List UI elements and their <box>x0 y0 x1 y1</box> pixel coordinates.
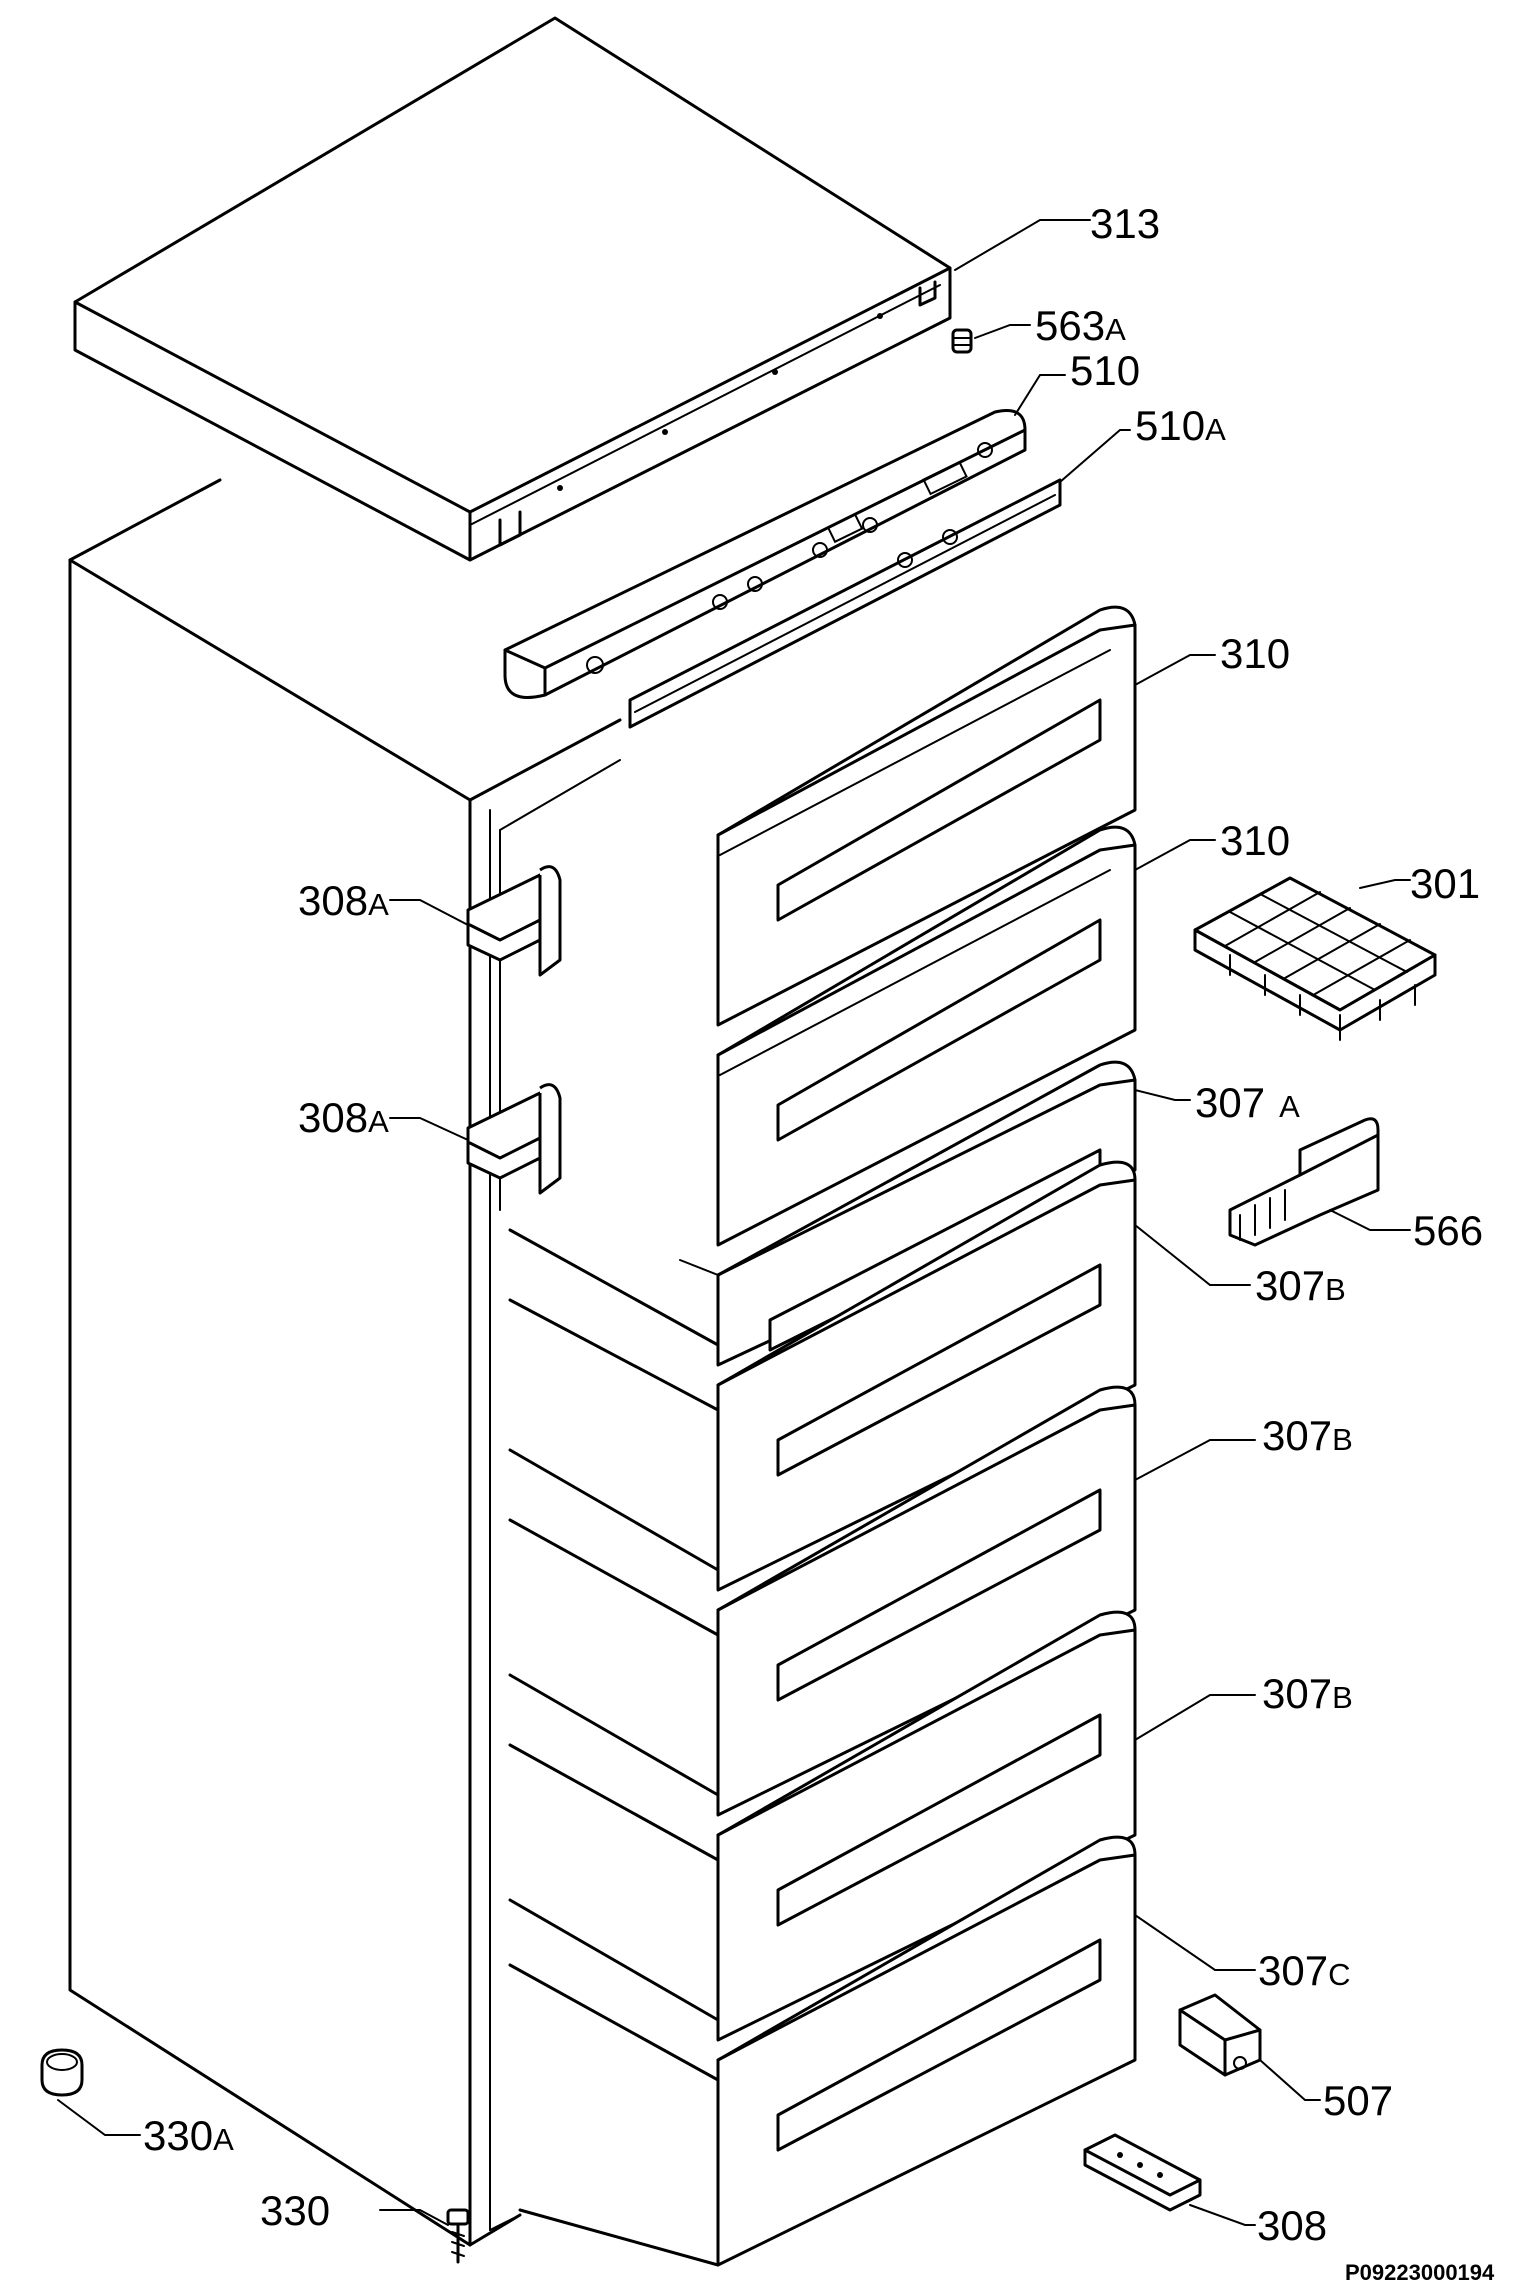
callout-313: 313 <box>1090 200 1160 247</box>
callout-307b-2: 307B <box>1262 1412 1353 1459</box>
screw-330 <box>446 2208 470 2264</box>
callout-307b-1: 307B <box>1255 1262 1346 1309</box>
callout-566: 566 <box>1413 1207 1483 1254</box>
callout-301: 301 <box>1410 860 1480 907</box>
callout-507: 507 <box>1323 2077 1393 2124</box>
callout-330a: 330A <box>143 2112 234 2159</box>
callout-510: 510 <box>1070 347 1140 394</box>
leader-lines <box>57 219 1411 2226</box>
adjustable-foot <box>40 2048 84 2097</box>
callout-310-upper: 310 <box>1220 630 1290 677</box>
top-cover <box>73 16 952 562</box>
callout-307b-3: 307B <box>1262 1670 1353 1717</box>
part-507 <box>1178 1993 1262 2077</box>
callout-310-lower: 310 <box>1220 817 1290 864</box>
callout-308: 308 <box>1257 2202 1327 2249</box>
ice-scoop <box>1228 1117 1380 1247</box>
callout-308a-upper: 308A <box>298 877 389 924</box>
drawer-307b-1 <box>508 1160 1137 1592</box>
flap-310-upper <box>716 605 1137 1027</box>
cabinet-body <box>68 478 622 2247</box>
drawer-307c <box>508 1835 1137 2267</box>
part-308 <box>1083 2133 1202 2212</box>
ice-tray <box>1193 876 1437 1041</box>
diagram-code: P09223000194 <box>1345 2260 1495 2285</box>
callout-563a: 563A <box>1035 302 1126 349</box>
drawer-307b-3 <box>508 1610 1137 2042</box>
callout-307c: 307C <box>1258 1947 1350 1994</box>
callout-510a: 510A <box>1135 402 1226 449</box>
hinge-lower <box>466 1083 562 1195</box>
screw-563a <box>951 328 973 354</box>
flap-310-lower <box>716 825 1137 1247</box>
panel-strip <box>628 478 1062 729</box>
callout-308a-lower: 308A <box>298 1094 389 1141</box>
control-panel <box>503 409 1027 699</box>
hinge-upper <box>466 865 562 977</box>
drawer-307b-2 <box>508 1385 1137 1817</box>
callout-330: 330 <box>260 2187 330 2234</box>
